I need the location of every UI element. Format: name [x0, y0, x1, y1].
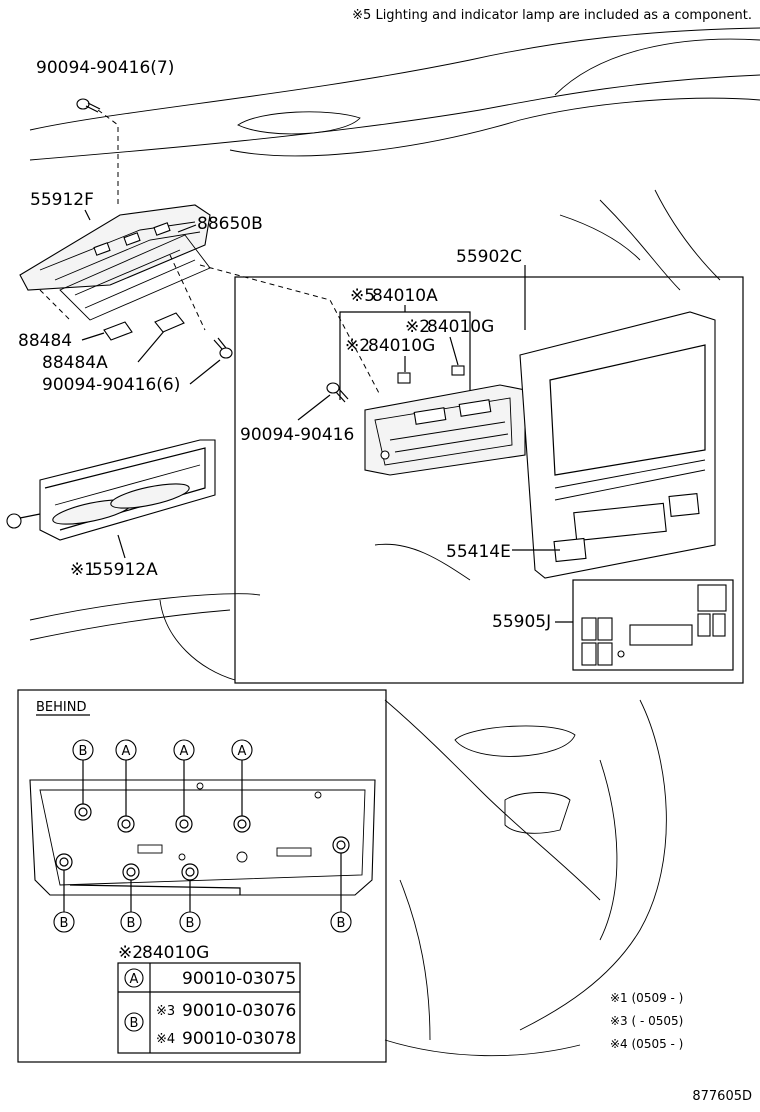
- callout-a-top-1: A: [115, 739, 137, 816]
- rear-panel-84010G: [29, 779, 376, 896]
- screw-mid-icon: [326, 382, 349, 403]
- svg-text:B: B: [60, 916, 69, 931]
- part-88484-shape: [103, 321, 133, 341]
- label-screw-mid: 90094-90416: [240, 425, 354, 445]
- label-84010A: 84010A: [372, 286, 438, 306]
- svg-text:A: A: [238, 744, 247, 759]
- bracket-55912F: [19, 204, 211, 291]
- screw-6-icon: [213, 337, 233, 359]
- dashboard-outline: [29, 27, 760, 1057]
- bulb-84010G-b-icon: [397, 372, 411, 384]
- label-55414E: 55414E: [446, 542, 511, 562]
- label-84010G-a-mark: ※2: [405, 317, 430, 337]
- label-screw-6: 90094-90416(6): [42, 375, 180, 395]
- callout-b-bottom-4: B: [330, 853, 352, 933]
- bulb-84010G-a-icon: [451, 365, 465, 376]
- callout-b-bottom-3: B: [179, 880, 201, 933]
- behind-box: [17, 689, 387, 1063]
- behind-part-mark: ※2: [118, 943, 143, 963]
- svg-text:B: B: [127, 916, 136, 931]
- label-84010G-b-mark: ※2: [345, 336, 370, 356]
- table-key-b: B: [130, 1016, 139, 1031]
- group-box-55905J: [572, 579, 734, 671]
- label-55902C: 55902C: [456, 247, 522, 267]
- bulb-table: A 90010-03075 B ※3 90010-03076 ※4 90010-…: [117, 962, 301, 1054]
- label-55912F: 55912F: [30, 190, 94, 210]
- component-note: ※5 Lighting and indicator lamp are inclu…: [352, 8, 752, 23]
- label-84010A-mark: ※5: [350, 286, 375, 306]
- callout-b-bottom-1: B: [53, 870, 75, 933]
- table-key-a: A: [130, 972, 139, 987]
- part-88484A-shape: [154, 312, 185, 333]
- svg-text:B: B: [337, 916, 346, 931]
- callout-b-bottom-2: B: [120, 880, 142, 933]
- legend-item-1: ※1 (0509 - ): [610, 991, 683, 1005]
- table-mark-b1: ※3: [156, 1004, 175, 1019]
- housing-55912A: [6, 439, 216, 541]
- control-panel-84010A: [364, 384, 526, 476]
- table-value-a: 90010-03075: [182, 969, 296, 989]
- switch-set-55905J: [581, 584, 727, 666]
- behind-part-label: 84010G: [142, 943, 209, 963]
- legend-item-4: ※4 (0505 - ): [610, 1037, 683, 1051]
- svg-text:B: B: [79, 744, 88, 759]
- legend-item-3: ※3 ( - 0505): [610, 1014, 683, 1028]
- label-84010G-a: 84010G: [427, 317, 494, 337]
- label-55905J: 55905J: [492, 612, 551, 632]
- callout-a-top-2: A: [173, 739, 195, 816]
- label-55912A-mark: ※1: [70, 560, 95, 580]
- label-screw-top: 90094-90416(7): [36, 58, 174, 78]
- svg-text:A: A: [180, 744, 189, 759]
- label-88484: 88484: [18, 331, 72, 351]
- label-88484A: 88484A: [42, 353, 108, 373]
- diagram-id: 877605D: [692, 1089, 752, 1104]
- label-55912A: 55912A: [92, 560, 158, 580]
- table-mark-b2: ※4: [156, 1032, 175, 1047]
- behind-title: BEHIND: [36, 700, 86, 715]
- table-value-b2: 90010-03078: [182, 1029, 296, 1049]
- callout-b-top-1: B: [72, 739, 94, 804]
- label-84010G-b: 84010G: [368, 336, 435, 356]
- svg-text:B: B: [186, 916, 195, 931]
- group-box-55902C: [234, 276, 744, 684]
- table-value-b1: 90010-03076: [182, 1001, 296, 1021]
- bezel-55414E: [519, 311, 716, 579]
- callout-a-top-3: A: [231, 739, 253, 816]
- screw-top-icon: [76, 98, 101, 113]
- svg-text:A: A: [122, 744, 131, 759]
- label-88650B: 88650B: [197, 214, 263, 234]
